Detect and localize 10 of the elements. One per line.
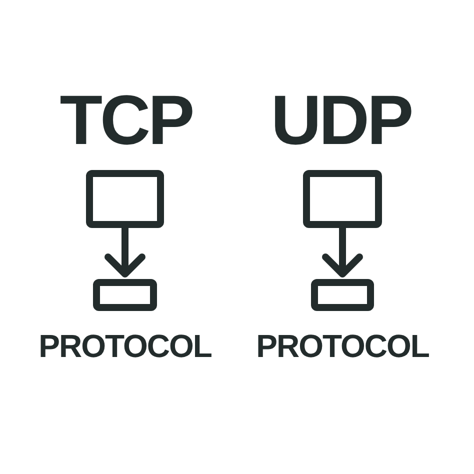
protocol-heading: UDP <box>270 85 412 155</box>
large-box <box>303 170 382 228</box>
small-box <box>93 279 157 311</box>
small-box <box>311 279 374 311</box>
arrow <box>104 228 146 278</box>
caption-text: PROTOCOL <box>38 330 212 362</box>
caption-text: PROTOCOL <box>255 330 430 362</box>
arrow <box>322 228 363 278</box>
protocol-heading: TCP <box>58 85 194 155</box>
large-box <box>86 170 164 228</box>
